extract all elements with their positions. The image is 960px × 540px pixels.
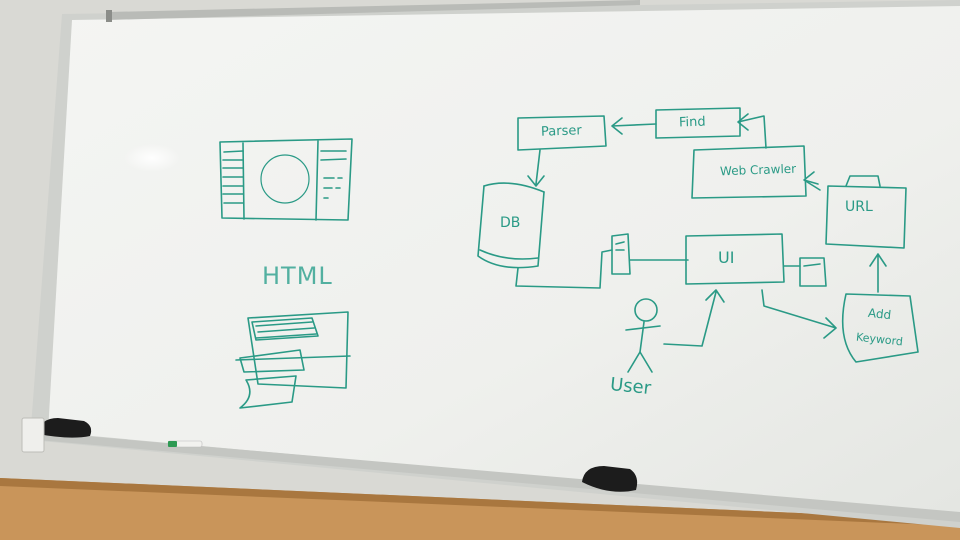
- user-stick-figure: [625, 298, 661, 373]
- user-to-ui-arrow: [663, 289, 725, 347]
- find-to-parser-arrow: [611, 117, 657, 135]
- crawler-to-find-arrow: [737, 113, 767, 149]
- add-keyword-to-url-arrow: [869, 253, 887, 293]
- top-rail: [108, 0, 640, 20]
- html-label: HTML: [262, 262, 333, 290]
- add-keyword-box: [841, 293, 919, 363]
- marker-tray: [38, 432, 960, 522]
- ui-label: UI: [718, 248, 735, 267]
- eraser-right: [582, 466, 638, 492]
- small-box-left: [611, 233, 631, 275]
- find-label: Find: [678, 114, 706, 131]
- html-page-scribble: [235, 311, 351, 409]
- parser-to-db-arrow: [527, 149, 545, 187]
- db-cylinder: [483, 182, 545, 193]
- db-to-ui-connector: [515, 249, 613, 289]
- db-label: DB: [500, 215, 521, 231]
- url-label: URL: [845, 199, 873, 215]
- parser-box: [517, 115, 607, 151]
- ui-to-add-keyword-arrow: [761, 289, 837, 339]
- user-label: User: [609, 373, 653, 400]
- whiteboard-surface: [48, 6, 960, 515]
- wireframe-sketch: [219, 138, 353, 221]
- wall-switch: [21, 417, 45, 453]
- eraser-left: [38, 418, 92, 438]
- ui-box: [685, 233, 785, 285]
- url-to-crawler-arrow: [803, 171, 821, 191]
- add-keyword-label-line1: Add: [867, 305, 892, 323]
- parser-label: Parser: [540, 123, 582, 140]
- light-glare: [124, 144, 180, 172]
- web-crawler-box: [691, 145, 807, 199]
- small-box-right: [799, 257, 827, 287]
- web-crawler-label: Web Crawler: [719, 161, 797, 179]
- url-box: [825, 185, 907, 249]
- find-box: [655, 107, 741, 139]
